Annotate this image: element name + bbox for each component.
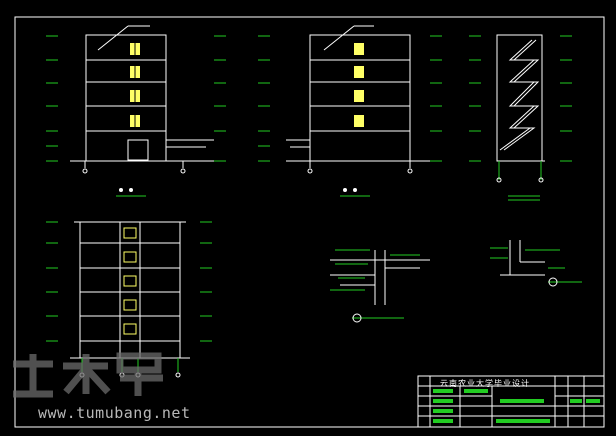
rear-elevation-drawing	[258, 25, 442, 197]
stair-section-drawing	[469, 34, 572, 201]
tumubang-logo-icon	[13, 352, 163, 398]
eaves-detail-drawing	[330, 249, 430, 323]
front-elevation-drawing	[46, 25, 226, 197]
watermark-url: www.tumubang.net	[38, 404, 191, 422]
title-block-frame	[417, 375, 605, 428]
title-block-title: 云南农业大学毕业设计	[440, 379, 530, 388]
outer-frame-border	[14, 16, 605, 428]
waterproof-detail-drawing	[490, 240, 582, 287]
